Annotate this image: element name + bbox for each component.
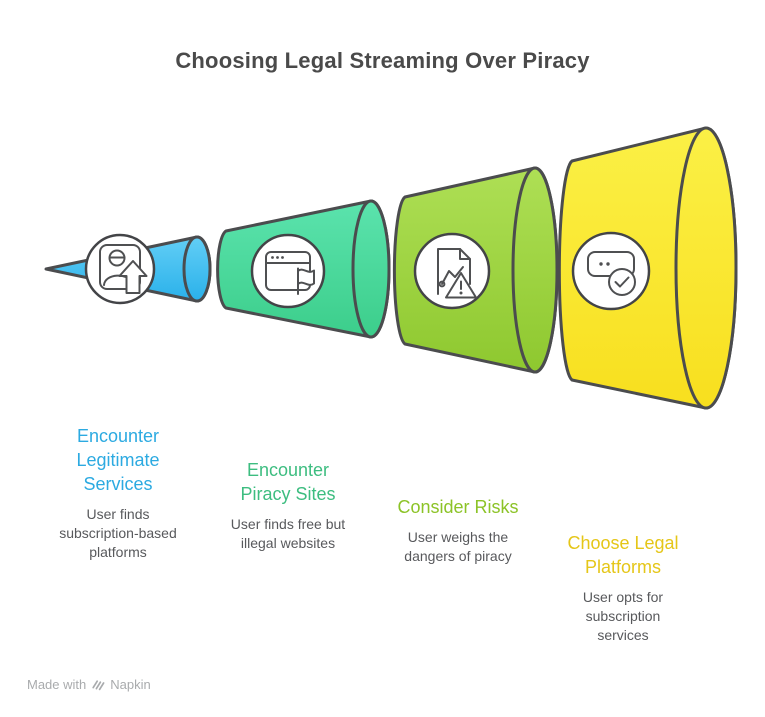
stage-4-cap	[674, 126, 738, 410]
stage-4-description: User opts for subscription services	[582, 589, 664, 643]
user-upload-icon	[99, 244, 148, 294]
stage-4-title: Choose Legal Platforms	[567, 533, 679, 577]
napkin-logo-icon	[92, 680, 105, 691]
stage-2-label-block: Encounter Piracy Sites User finds free b…	[205, 458, 371, 553]
stage-4-label-block: Choose Legal Platforms User opts for sub…	[545, 531, 701, 645]
stage-3-cap	[511, 166, 559, 374]
funnel-diagram	[44, 126, 738, 410]
funnel-stage-1	[44, 233, 212, 305]
page-title: Choosing Legal Streaming Over Piracy	[175, 48, 590, 73]
funnel-stage-4	[557, 126, 738, 410]
stage-1-cap	[182, 235, 212, 303]
napkin-brand-text: Napkin	[110, 677, 151, 692]
toggle-check-icon	[587, 251, 636, 296]
browser-flag-icon	[265, 251, 315, 295]
stage-3-title: Consider Risks	[397, 497, 519, 517]
stage-1-label-block: Encounter Legitimate Services User finds…	[35, 424, 201, 562]
stage-2-cap	[351, 199, 391, 339]
stage-3-description: User weighs the dangers of piracy	[404, 529, 512, 564]
made-with-napkin-link[interactable]: Made with Napkin	[27, 677, 151, 692]
funnel-stage-2	[216, 199, 391, 339]
stage-1-title: Encounter Legitimate Services	[76, 426, 160, 494]
stage-1-description: User finds subscription-based platforms	[59, 506, 177, 560]
stage-3-label-block: Consider Risks User weighs the dangers o…	[375, 495, 541, 566]
stage-2-description: User finds free but illegal websites	[230, 516, 346, 551]
stage-2-title: Encounter Piracy Sites	[240, 460, 336, 504]
made-with-text: Made with	[27, 677, 87, 692]
chart-warning-icon	[437, 248, 477, 299]
funnel-stage-3	[392, 166, 559, 374]
